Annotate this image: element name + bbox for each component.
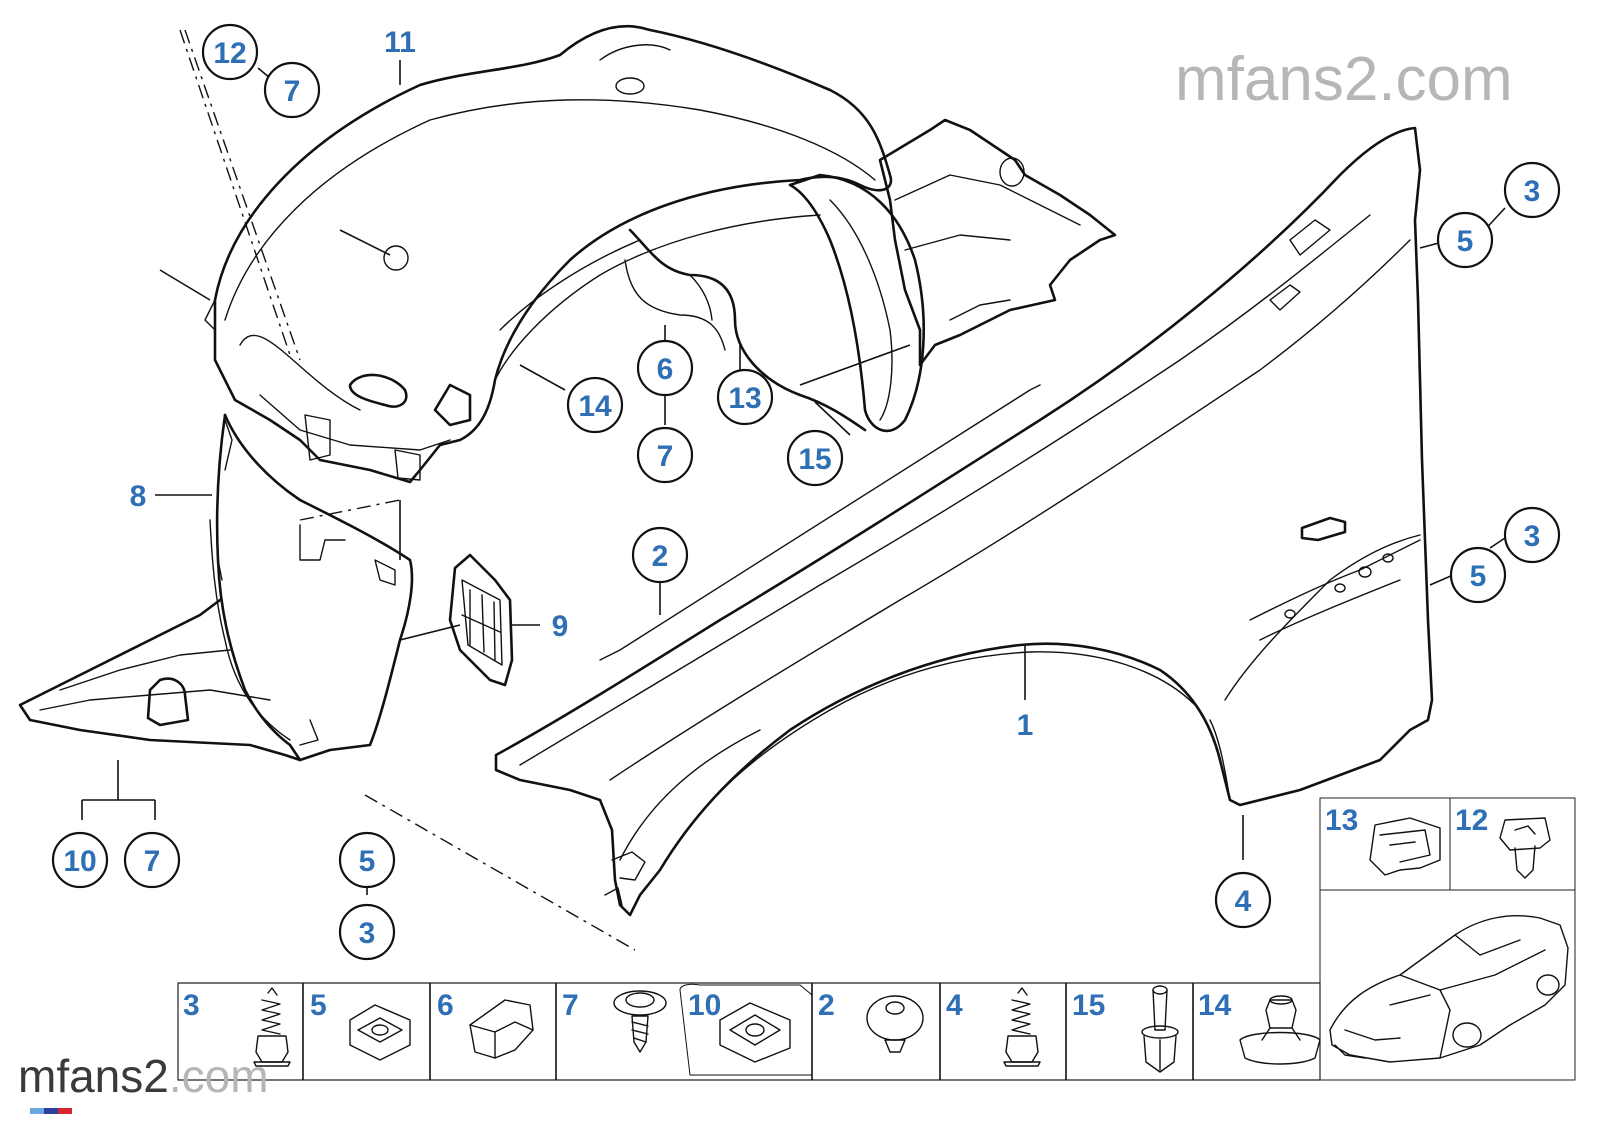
fastener-5-clip-nut[interactable]: 5 — [310, 989, 411, 1061]
fastener-grid: 3 5 6 7 10 — [177, 982, 1321, 1081]
fastener-2-expanding-rivet[interactable]: 2 — [818, 989, 924, 1053]
callout-1[interactable]: 1 — [1017, 709, 1034, 742]
callout-7-top[interactable]: 7 — [263, 61, 321, 119]
svg-text:13: 13 — [1325, 804, 1358, 837]
callout-5-bottom[interactable]: 5 — [338, 831, 396, 889]
svg-text:4: 4 — [946, 989, 963, 1022]
svg-text:15: 15 — [1072, 989, 1105, 1022]
svg-text:5: 5 — [310, 989, 327, 1022]
svg-text:6: 6 — [657, 353, 674, 386]
arch-rear-panel[interactable] — [878, 118, 1117, 367]
detail-boxes: 13 12 — [1319, 797, 1576, 891]
callout-12-top[interactable]: 12 — [201, 23, 259, 81]
svg-text:4: 4 — [1235, 885, 1252, 918]
front-fender-1[interactable] — [494, 126, 1434, 917]
wheel-arch-liner-11[interactable] — [204, 24, 893, 484]
m-stripe-red — [58, 1108, 72, 1114]
svg-text:7: 7 — [144, 845, 161, 878]
callout-3-bottom[interactable]: 3 — [338, 903, 396, 961]
callout-5-upper-right[interactable]: 5 — [1436, 211, 1494, 269]
svg-text:3: 3 — [1524, 520, 1541, 553]
watermark-bottom: mfans2.com — [18, 1050, 269, 1114]
svg-text:9: 9 — [552, 610, 569, 643]
svg-text:3: 3 — [183, 989, 200, 1022]
callout-7-bottom-left[interactable]: 7 — [123, 831, 181, 889]
svg-text:mfans2.com: mfans2.com — [18, 1050, 269, 1102]
svg-text:3: 3 — [359, 917, 376, 950]
callout-3-upper-right[interactable]: 3 — [1503, 161, 1561, 219]
svg-text:7: 7 — [562, 989, 579, 1022]
fastener-6-clip[interactable]: 6 — [437, 989, 534, 1059]
svg-text:8: 8 — [130, 480, 147, 513]
detail-box-13[interactable]: 13 — [1325, 804, 1441, 876]
callout-4[interactable]: 4 — [1214, 871, 1272, 929]
callout-7-mid[interactable]: 7 — [636, 426, 694, 484]
callout-3-lower-right[interactable]: 3 — [1503, 506, 1561, 564]
svg-text:2: 2 — [818, 989, 835, 1022]
callout-6[interactable]: 6 — [636, 339, 694, 397]
m-stripe-light-blue — [30, 1108, 44, 1114]
svg-text:5: 5 — [1457, 225, 1474, 258]
svg-text:6: 6 — [437, 989, 454, 1022]
svg-text:13: 13 — [728, 382, 761, 415]
svg-text:10: 10 — [63, 845, 96, 878]
fastener-4-hex-bolt[interactable]: 4 — [946, 987, 1041, 1067]
svg-text:1: 1 — [1017, 709, 1034, 742]
fastener-15-push-rivet[interactable]: 15 — [1072, 985, 1179, 1073]
svg-text:10: 10 — [688, 989, 721, 1022]
m-stripe-dark-blue — [44, 1108, 58, 1114]
callout-2[interactable]: 2 — [631, 526, 689, 584]
callout-9[interactable]: 9 — [552, 610, 569, 643]
callout-5-lower-right[interactable]: 5 — [1449, 546, 1507, 604]
watermark-top: mfans2.com — [1175, 45, 1513, 114]
fastener-14-hex-nut-base[interactable]: 14 — [1198, 989, 1321, 1065]
car-locator-image — [1319, 889, 1576, 1081]
svg-text:7: 7 — [284, 75, 301, 108]
svg-text:12: 12 — [1455, 804, 1488, 837]
callout-13[interactable]: 13 — [716, 368, 774, 426]
svg-text:2: 2 — [652, 540, 669, 573]
svg-text:5: 5 — [359, 845, 376, 878]
wheel-liner-inner-15[interactable] — [624, 173, 926, 433]
callout-11[interactable]: 11 — [384, 26, 416, 59]
svg-text:11: 11 — [384, 26, 416, 59]
svg-text:15: 15 — [798, 443, 831, 476]
svg-text:12: 12 — [213, 37, 246, 70]
fastener-10-clip-nut[interactable]: 10 — [688, 989, 791, 1063]
callout-15[interactable]: 15 — [786, 429, 844, 487]
callout-8[interactable]: 8 — [130, 480, 147, 513]
vent-grille-9[interactable] — [448, 553, 514, 687]
callout-14[interactable]: 14 — [566, 376, 624, 434]
leader-lines — [81, 29, 1506, 951]
detail-box-12[interactable]: 12 — [1455, 804, 1551, 879]
svg-text:3: 3 — [1524, 175, 1541, 208]
svg-text:7: 7 — [657, 440, 674, 473]
svg-text:5: 5 — [1470, 560, 1487, 593]
callouts: 12 7 11 14 6 7 13 15 3 — [51, 23, 1561, 961]
fastener-3-hex-bolt[interactable]: 3 — [183, 987, 291, 1067]
svg-text:14: 14 — [1198, 989, 1232, 1022]
fastener-7-washer-screw[interactable]: 7 — [562, 989, 667, 1053]
front-wheel-liner-8[interactable] — [18, 413, 414, 762]
callout-10-bottom-left[interactable]: 10 — [51, 831, 109, 889]
svg-text:14: 14 — [578, 390, 612, 423]
